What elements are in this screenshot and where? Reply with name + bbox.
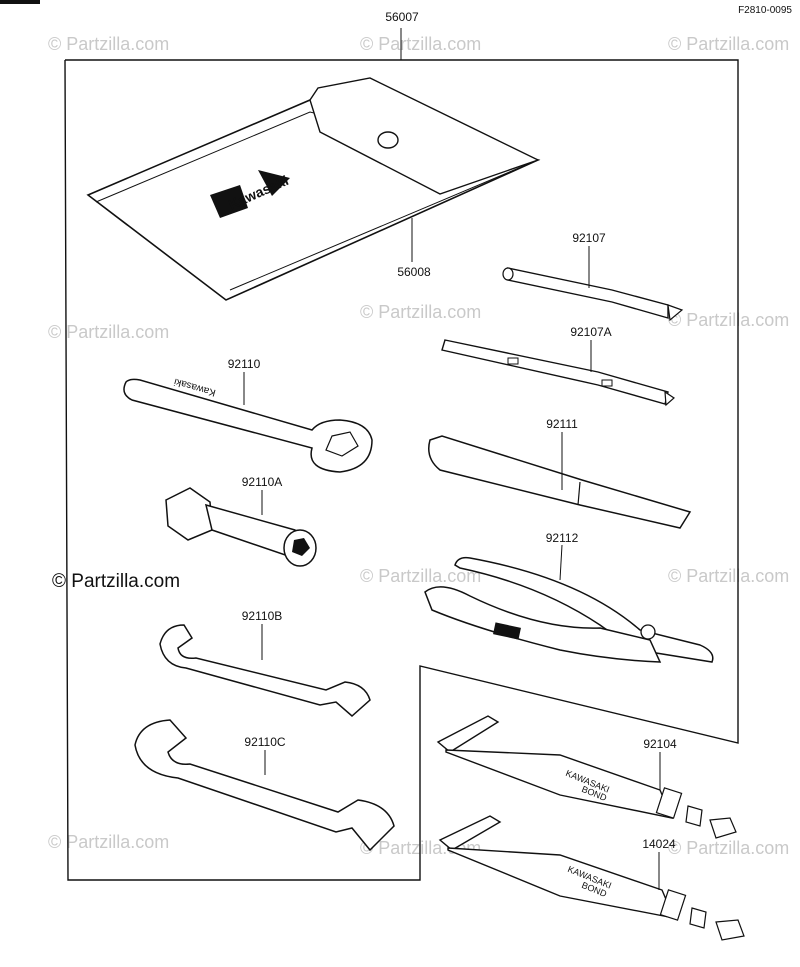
part-label-92107a: 92107A <box>570 325 612 339</box>
screwdriver-illustration <box>502 246 684 322</box>
bond-tube-2-illustration <box>438 815 745 941</box>
watermark: © Partzilla.com <box>668 34 790 54</box>
frame-outline <box>64 59 739 881</box>
part-label-92110c: 92110C <box>244 735 286 749</box>
watermark: © Partzilla.com <box>668 566 790 586</box>
part-label-92107: 92107 <box>572 231 606 245</box>
watermark: © Partzilla.com <box>360 302 482 322</box>
open-wrench-b-illustration <box>159 624 371 717</box>
watermark: © Partzilla.com <box>668 838 790 858</box>
part-label-92104: 92104 <box>643 737 677 751</box>
part-label-56007: 56007 <box>385 10 419 24</box>
watermark: © Partzilla.com <box>360 34 482 54</box>
part-label-14024: 14024 <box>642 837 676 851</box>
watermark: © Partzilla.com <box>48 322 170 342</box>
watermark-main: © Partzilla.com <box>52 571 181 592</box>
part-label-92112: 92112 <box>545 531 579 545</box>
part-label-56008: 56008 <box>397 265 431 279</box>
bond-tube-1-illustration <box>436 715 737 839</box>
pouch-illustration <box>86 77 541 301</box>
watermark: © Partzilla.com <box>48 832 170 852</box>
part-label-92110a: 92110A <box>241 475 283 489</box>
figure-code: F2810-0095 <box>738 5 792 16</box>
part-label-92111: 92111 <box>546 417 578 431</box>
watermark: © Partzilla.com <box>360 566 482 586</box>
part-label-92110b: 92110B <box>241 609 283 623</box>
socket-illustration <box>165 487 317 567</box>
watermark: © Partzilla.com <box>48 34 170 54</box>
part-label-92110: 92110 <box>227 357 261 371</box>
pliers-illustration <box>424 544 714 663</box>
handle-illustration <box>428 432 692 529</box>
watermark: © Partzilla.com <box>668 310 790 330</box>
box-wrench-illustration <box>123 372 373 473</box>
open-wrench-c-illustration <box>134 719 395 852</box>
corner-mark <box>0 0 40 4</box>
screwdriver-a-illustration <box>441 339 675 407</box>
